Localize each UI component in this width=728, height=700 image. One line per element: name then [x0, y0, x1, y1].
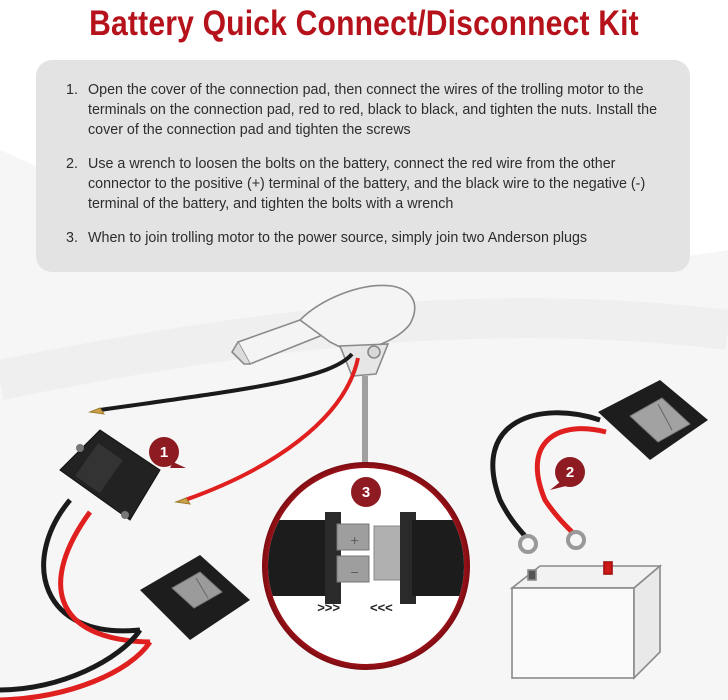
step-text: Open the cover of the connection pad, th…	[88, 82, 658, 138]
battery	[509, 561, 663, 680]
step-number: 3.	[66, 230, 78, 246]
push-arrows-right: <<<	[370, 600, 393, 615]
connector-zoom-circle: + − >>> <<<	[262, 462, 470, 670]
svg-text:+: +	[350, 534, 359, 547]
step-badge-2: 2	[550, 457, 585, 490]
step-number: 1.	[66, 82, 78, 98]
pad-wires	[0, 498, 153, 700]
step-badge-3: 3	[351, 477, 381, 507]
step-3: 3. When to join trolling motor to the po…	[66, 228, 672, 248]
push-arrows-left: >>>	[317, 600, 340, 615]
instructions-panel: 1. Open the cover of the connection pad,…	[36, 60, 690, 272]
connection-pad	[59, 429, 161, 521]
step-number: 2.	[66, 156, 78, 172]
step-text: Use a wrench to loosen the bolts on the …	[88, 156, 646, 212]
svg-text:2: 2	[566, 464, 574, 481]
step-text: When to join trolling motor to the power…	[88, 230, 588, 246]
svg-text:1: 1	[160, 444, 168, 461]
motor-wires	[88, 352, 360, 505]
step-badge-1: 1	[149, 437, 186, 468]
page-title: Battery Quick Connect/Disconnect Kit	[89, 4, 639, 43]
step-2: 2. Use a wrench to loosen the bolts on t…	[66, 154, 672, 214]
trolling-motor	[230, 284, 416, 470]
battery-connector	[490, 380, 708, 554]
svg-text:3: 3	[362, 484, 370, 501]
anderson-plug-left	[140, 555, 250, 640]
step-1: 1. Open the cover of the connection pad,…	[66, 80, 672, 140]
svg-text:−: −	[350, 566, 359, 579]
